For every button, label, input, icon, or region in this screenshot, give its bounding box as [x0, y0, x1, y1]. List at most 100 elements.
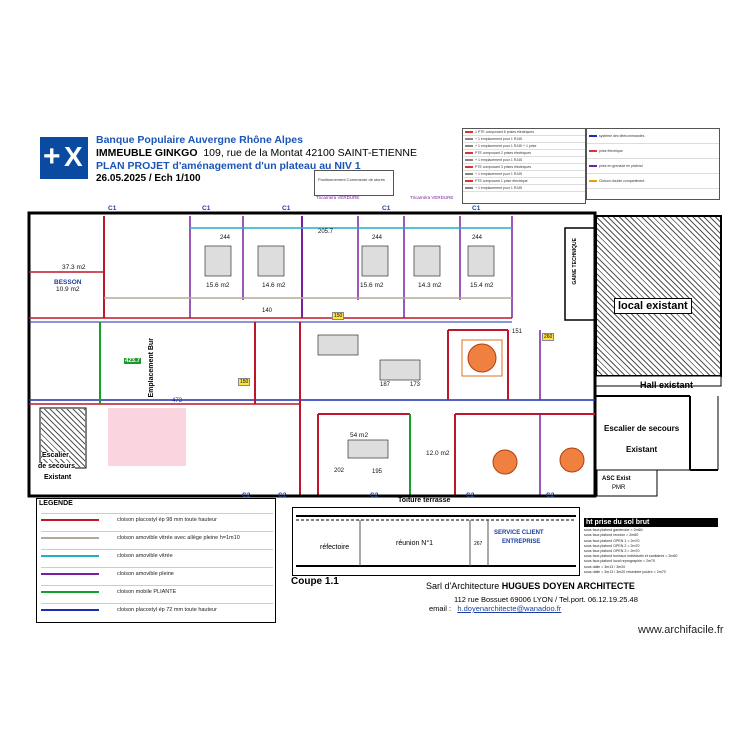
- besson-label: BESSON: [54, 279, 82, 286]
- store-command-label: Positionnement Commande de stores: [318, 177, 385, 182]
- legend-row: cloison amovible vitrée: [41, 549, 273, 562]
- section-marker: C2: [466, 492, 475, 499]
- desk: [347, 439, 389, 459]
- section-marker: C1: [472, 205, 481, 212]
- equip-legend-item: + 1 emplacement pour 1 RJ45: [475, 172, 522, 176]
- room-area: 15.4 m2: [470, 282, 494, 289]
- desk: [204, 245, 232, 277]
- legend-row: cloison placostyl ép 72 mm toute hauteur: [41, 603, 273, 616]
- legend-row: cloison amovible pleine: [41, 567, 273, 580]
- desk: [361, 245, 389, 277]
- dimension-label: 473: [172, 398, 183, 404]
- reunion-label: réunion N°1: [396, 540, 434, 547]
- dimension-tag: 150: [238, 378, 251, 386]
- logo-x-glyph: X: [64, 141, 83, 172]
- building-name: IMMEUBLE GINKGO: [96, 147, 198, 159]
- dimension-label: 187: [380, 382, 391, 388]
- firm-prefix: Sarl d'Architecture: [426, 581, 502, 591]
- dimension-label: 151: [512, 329, 523, 335]
- section-marker: C1: [282, 205, 291, 212]
- legend-box: LEGENDE cloison placostyl ép 98 mm toute…: [36, 498, 276, 623]
- refectoire-label: réfectoire: [320, 544, 350, 551]
- legend-row: cloison mobile PLIANTE: [41, 585, 273, 598]
- meeting-table: [467, 343, 497, 373]
- legend-row: cloison placostyl ép 98 mm toute hauteur: [41, 513, 273, 526]
- legend-label: cloison placostyl ép 98 mm toute hauteur: [117, 517, 217, 523]
- room-area-12: 12.0 m2: [426, 450, 450, 457]
- email-label: email :: [429, 604, 452, 613]
- local-existant-label: local existant: [614, 298, 692, 314]
- firm-name: HUGUES DOYEN ARCHITECTE: [501, 581, 635, 591]
- service-client-label-1: SERVICE CLIENT: [494, 530, 544, 536]
- legend-row: cloison amovible vitrée avec allège plei…: [41, 531, 273, 544]
- room-area: 15.6 m2: [206, 282, 230, 289]
- equip-legend-item: + 1 emplacement pour 1 RJ45: [475, 186, 522, 190]
- legend-swatch: [41, 591, 99, 593]
- ceiling-height-line: sous faux plafond local reprographie = 2…: [584, 559, 656, 564]
- ceiling-height-line: sous dalle = 3m13 / 3m20: [584, 564, 626, 569]
- ceiling-height-line: sous faux plafond OPEN 3 = 2m70: [584, 548, 640, 553]
- gaine-box: [564, 227, 596, 321]
- section-view: [292, 507, 580, 576]
- stairs-right-label-2: Existant: [626, 445, 658, 454]
- legend-label: cloison amovible vitrée: [117, 553, 173, 559]
- service-client-label-2: ENTREPRISE: [502, 539, 541, 545]
- dimension-tag: 150: [332, 312, 345, 320]
- dimension-label: 140: [262, 308, 273, 314]
- dimension-label: 244: [220, 235, 231, 241]
- besson-area: 10.9 m2: [56, 286, 80, 293]
- firm-name-line: Sarl d'Architecture HUGUES DOYEN ARCHITE…: [426, 581, 635, 591]
- coupe-dimension: 267: [474, 541, 483, 547]
- tricamera-tag-2: Tricaméra VERDURE: [410, 195, 454, 200]
- section-marker: C2: [278, 492, 287, 499]
- dimension-label: 173: [410, 382, 421, 388]
- firm-address: 112 rue Bossuet 69006 LYON / Tel.port. 0…: [454, 595, 638, 604]
- email-link[interactable]: h.doyenarchitecte@wanadoo.fr: [457, 604, 562, 613]
- bank-logo: [40, 137, 88, 179]
- ceiling-height-line: sous faux plafond garderobe = 2m60: [584, 528, 643, 533]
- pink-zone: [108, 408, 186, 466]
- legend-label: cloison mobile PLIANTE: [117, 589, 177, 595]
- section-title: Coupe 1.1: [291, 576, 339, 587]
- ceiling-height-line: sous faux plafond OPEN 1 = 2m70: [584, 538, 640, 543]
- equip-legend-item: PTE composant 2 prises électriques: [475, 151, 532, 155]
- logo-plus-glyph: +: [43, 140, 61, 173]
- dimension-tag: 260: [542, 333, 555, 341]
- dimension-label: 244: [372, 235, 383, 241]
- building-line: IMMEUBLE GINKGO 109, rue de la Montat 42…: [96, 147, 417, 159]
- section-drawing: [296, 515, 576, 567]
- ceiling-height-line: sous faux plafond reunion = 2m60: [584, 533, 639, 538]
- legend-swatch: [41, 555, 99, 557]
- stairs-left-label-1: Escalier: [42, 452, 69, 459]
- legend-swatch: [41, 609, 99, 611]
- watermark: www.archifacile.fr: [638, 624, 724, 636]
- section-marker: C1: [202, 205, 211, 212]
- toiture-label: Toiture terrasse: [398, 497, 451, 504]
- stairs-right-label-1: Escalier de secours: [604, 424, 680, 433]
- equip-legend-item: + 1 emplacement pour 1 RJ45: [475, 137, 522, 141]
- gaine-technique-label: GAINE TECHNIQUE: [572, 238, 578, 285]
- section-marker: C1: [108, 205, 117, 212]
- emplacement-label: Emplacement Bur: [148, 338, 155, 398]
- ceiling-heights-title: ht prise du sol brut: [584, 518, 718, 527]
- equip-legend-item: PTE composant 3 prises électriques: [475, 165, 532, 169]
- elevator-label-1: ASC Exist: [602, 476, 631, 482]
- desk: [467, 245, 495, 277]
- elevator-box: [596, 469, 658, 497]
- equip-legend-item: PTE composant 1 prise électrique: [475, 179, 528, 183]
- legend-title: LEGENDE: [39, 500, 73, 507]
- legend-label: cloison placostyl ép 72 mm toute hauteur: [117, 607, 217, 613]
- section-marker: C2: [546, 492, 555, 499]
- section-marker: C2: [242, 492, 251, 499]
- symbol-legend-item: prise électrique: [599, 149, 623, 153]
- legend-swatch: [41, 537, 99, 539]
- desk: [413, 245, 441, 277]
- room-area: 14.3 m2: [418, 282, 442, 289]
- ceiling-height-line: sous dalle = 3m13 / 3m20 retombée poutre…: [584, 569, 666, 574]
- desk: [317, 334, 359, 356]
- tricamera-tag-1: Tricaméra VERDURE: [316, 195, 360, 200]
- plan-title: PLAN PROJET d'aménagement d'un plateau a…: [96, 160, 361, 172]
- bank-name: Banque Populaire Auvergne Rhône Alpes: [96, 134, 303, 146]
- hall-existant-label: Hall existant: [640, 380, 694, 390]
- desk: [257, 245, 285, 277]
